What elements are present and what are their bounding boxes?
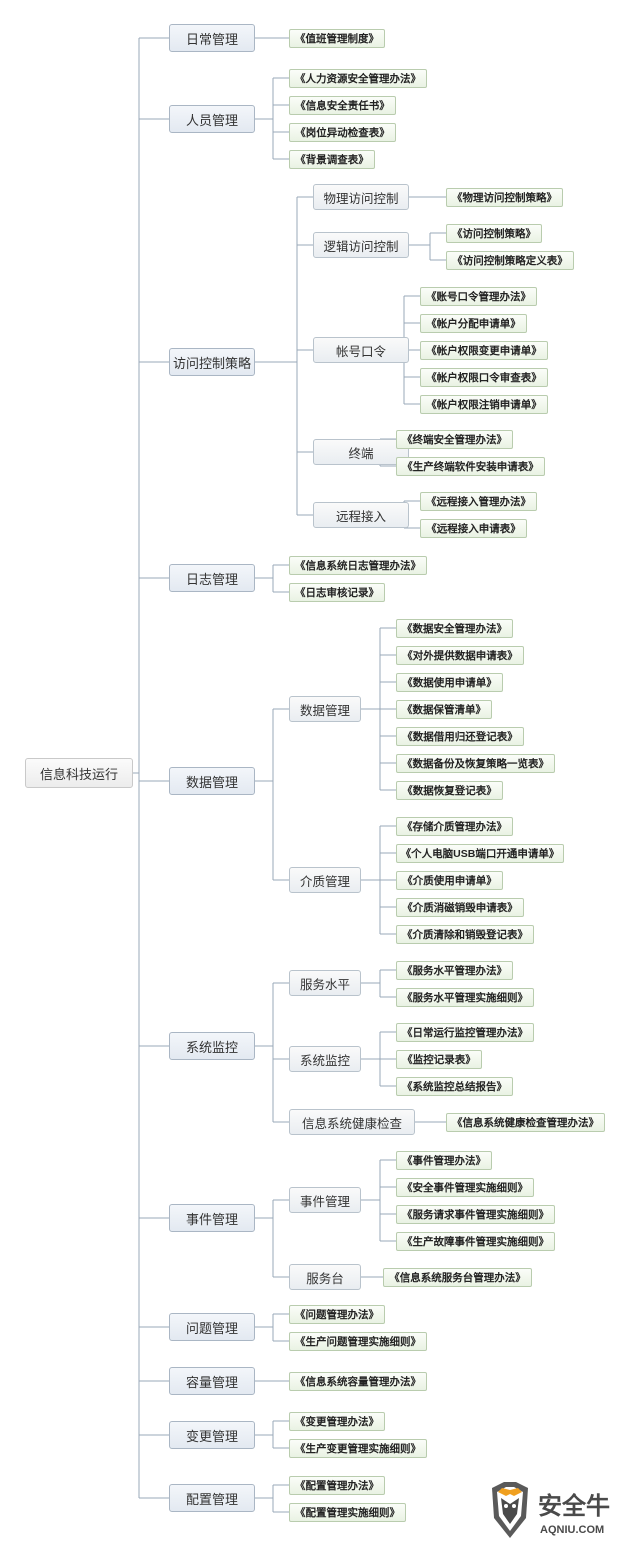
category-change: 变更管理: [169, 1421, 255, 1449]
document-item: 《监控记录表》: [396, 1049, 482, 1069]
document-item: 《问题管理办法》: [289, 1304, 385, 1324]
subcategory-terminal: 终端: [313, 439, 409, 465]
document-item: 《信息系统健康检查管理办法》: [446, 1112, 605, 1132]
category-data: 数据管理: [169, 767, 255, 795]
document-item: 《远程接入申请表》: [420, 518, 527, 538]
document-item: 《生产故障事件管理实施细则》: [396, 1231, 555, 1251]
subcategory-health: 信息系统健康检查: [289, 1109, 415, 1135]
document-item: 《岗位异动检查表》: [289, 122, 396, 142]
document-item: 《访问控制策略》: [446, 223, 542, 243]
document-item: 《终端安全管理办法》: [396, 429, 513, 449]
document-item: 《系统监控总结报告》: [396, 1076, 513, 1096]
document-item: 《数据使用申请单》: [396, 672, 503, 692]
document-item: 《生产变更管理实施细则》: [289, 1438, 427, 1458]
category-capacity: 容量管理: [169, 1367, 255, 1395]
document-item: 《服务请求事件管理实施细则》: [396, 1204, 555, 1224]
document-item: 《人力资源安全管理办法》: [289, 68, 427, 88]
category-log: 日志管理: [169, 564, 255, 592]
subcategory-physical: 物理访问控制: [313, 184, 409, 210]
document-item: 《数据恢复登记表》: [396, 780, 503, 800]
document-item: 《信息系统服务台管理办法》: [383, 1267, 532, 1287]
document-item: 《数据借用归还登记表》: [396, 726, 524, 746]
category-problem: 问题管理: [169, 1313, 255, 1341]
document-item: 《配置管理办法》: [289, 1475, 385, 1495]
category-daily: 日常管理: [169, 24, 255, 52]
document-item: 《信息系统日志管理办法》: [289, 555, 427, 575]
document-item: 《帐户权限口令审查表》: [420, 367, 548, 387]
subcategory-service_level: 服务水平: [289, 970, 361, 996]
document-item: 《背景调查表》: [289, 149, 375, 169]
document-item: 《生产终端软件安装申请表》: [396, 456, 545, 476]
document-item: 《数据保管清单》: [396, 699, 492, 719]
subcategory-servicedesk: 服务台: [289, 1264, 361, 1290]
document-item: 《介质消磁销毁申请表》: [396, 897, 524, 917]
aqniu-logo: 安全牛 AQNIU.COM: [492, 1482, 610, 1538]
document-item: 《日志审核记录》: [289, 582, 385, 602]
category-access: 访问控制策略: [169, 348, 255, 376]
document-item: 《服务水平管理办法》: [396, 960, 513, 980]
subcategory-logical: 逻辑访问控制: [313, 232, 409, 258]
document-item: 《事件管理办法》: [396, 1150, 492, 1170]
document-item: 《信息系统容量管理办法》: [289, 1371, 427, 1391]
category-monitor: 系统监控: [169, 1032, 255, 1060]
document-item: 《对外提供数据申请表》: [396, 645, 524, 665]
category-personnel: 人员管理: [169, 105, 255, 133]
document-item: 《账号口令管理办法》: [420, 286, 537, 306]
document-item: 《介质清除和销毁登记表》: [396, 924, 534, 944]
subcategory-remote: 远程接入: [313, 502, 409, 528]
document-item: 《值班管理制度》: [289, 28, 385, 48]
document-item: 《生产问题管理实施细则》: [289, 1331, 427, 1351]
document-item: 《日常运行监控管理办法》: [396, 1022, 534, 1042]
document-item: 《存储介质管理办法》: [396, 816, 513, 836]
subcategory-eventmgmt: 事件管理: [289, 1187, 361, 1213]
document-item: 《服务水平管理实施细则》: [396, 987, 534, 1007]
document-item: 《安全事件管理实施细则》: [396, 1177, 534, 1197]
document-item: 《介质使用申请单》: [396, 870, 503, 890]
category-incident: 事件管理: [169, 1204, 255, 1232]
document-item: 《物理访问控制策略》: [446, 187, 563, 207]
document-item: 《帐户权限注销申请单》: [420, 394, 548, 414]
document-item: 《帐户分配申请单》: [420, 313, 527, 333]
document-item: 《数据安全管理办法》: [396, 618, 513, 638]
subcategory-account: 帐号口令: [313, 337, 409, 363]
document-item: 《配置管理实施细则》: [289, 1502, 406, 1522]
document-item: 《个人电脑USB端口开通申请单》: [396, 843, 564, 863]
subcategory-media: 介质管理: [289, 867, 361, 893]
logo-url-text: AQNIU.COM: [540, 1524, 604, 1536]
document-item: 《访问控制策略定义表》: [446, 250, 574, 270]
document-item: 《帐户权限变更申请单》: [420, 340, 548, 360]
subcategory-sysmon: 系统监控: [289, 1046, 361, 1072]
logo-brand-text: 安全牛: [538, 1492, 610, 1520]
root-node: 信息科技运行: [25, 758, 133, 788]
category-config: 配置管理: [169, 1484, 255, 1512]
document-item: 《变更管理办法》: [289, 1411, 385, 1431]
subcategory-datamgmt: 数据管理: [289, 696, 361, 722]
document-item: 《信息安全责任书》: [289, 95, 396, 115]
document-item: 《远程接入管理办法》: [420, 491, 537, 511]
document-item: 《数据备份及恢复策略一览表》: [396, 753, 555, 773]
